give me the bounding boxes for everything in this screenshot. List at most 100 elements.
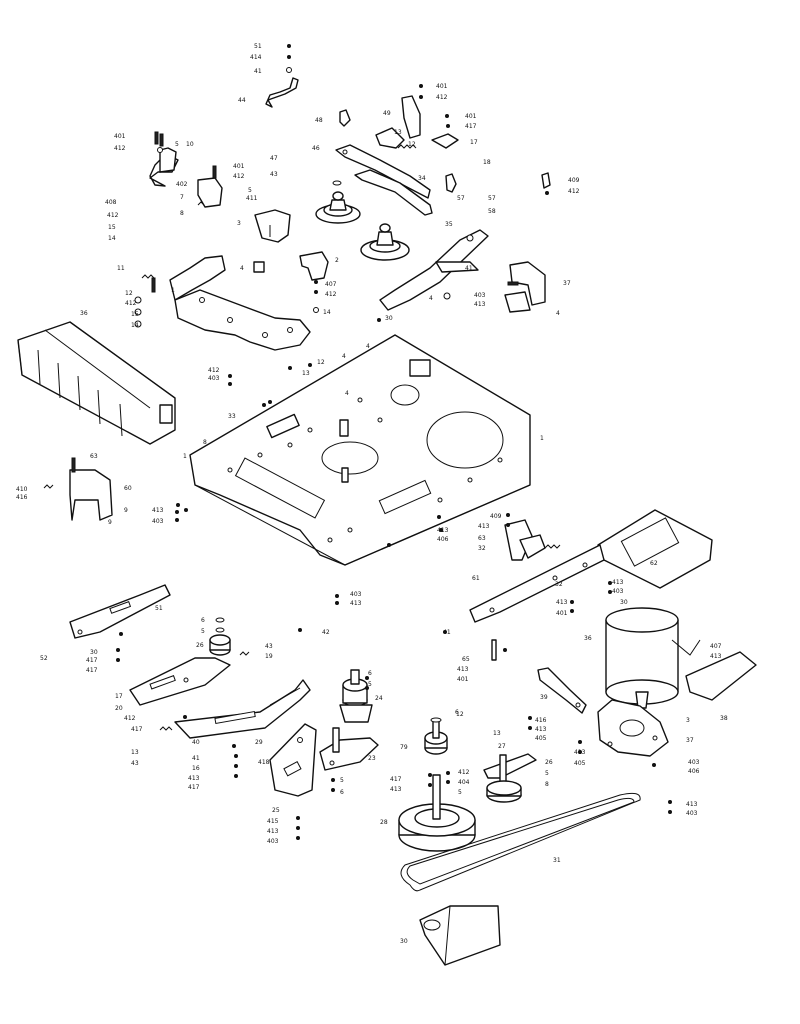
label: 6: [201, 617, 205, 624]
label: 413: [188, 775, 200, 782]
part-bracket-10: [149, 131, 179, 187]
label: 418: [258, 759, 270, 766]
label: 416: [535, 717, 547, 724]
label: 415: [267, 818, 279, 825]
part-bracket-23: [319, 727, 379, 771]
label: 15: [131, 311, 139, 318]
label: 23: [368, 755, 376, 762]
part-solenoid-24: [339, 669, 373, 723]
label: 11: [117, 265, 125, 272]
label: 417: [465, 123, 477, 130]
label: 36: [584, 635, 592, 642]
part-brake-arm-upper: [335, 144, 431, 199]
label: 3: [686, 717, 690, 724]
label: 14: [131, 322, 139, 329]
label: 412: [208, 367, 220, 374]
label: 37: [563, 280, 571, 287]
part-lever-17: [129, 651, 250, 706]
label: 40: [192, 739, 200, 746]
label: 417: [131, 726, 143, 733]
label: 5: [545, 770, 549, 777]
label: 412: [107, 212, 119, 219]
label: 8: [203, 439, 207, 446]
part-pinch-roller-79: [424, 717, 448, 755]
label: 4: [345, 390, 349, 397]
label: 417: [86, 667, 98, 674]
part-lever-39: [491, 639, 587, 714]
label: 41: [254, 68, 262, 75]
label: 9: [108, 519, 112, 526]
label: 13: [493, 730, 501, 737]
label: 401: [233, 163, 245, 170]
label: 19: [265, 653, 273, 660]
label: 33: [228, 413, 236, 420]
label: 34: [418, 175, 426, 182]
label: 57: [488, 195, 496, 202]
label: 411: [246, 195, 258, 202]
label: 5: [248, 187, 252, 194]
label: 409: [568, 177, 580, 184]
label: 60: [124, 485, 132, 492]
label: 5: [201, 628, 205, 635]
label: 405: [535, 735, 547, 742]
label: 5: [368, 681, 372, 688]
label: 404: [458, 779, 470, 786]
label: 14: [108, 235, 116, 242]
label: 43: [131, 760, 139, 767]
label: 12: [125, 290, 133, 297]
label: 30: [90, 649, 98, 656]
label: 4: [342, 353, 346, 360]
label: 30: [620, 599, 628, 606]
label: 412: [458, 769, 470, 776]
label: 16: [192, 765, 200, 772]
part-bracket-30: [419, 905, 501, 966]
label: 403: [208, 375, 220, 382]
label: 46: [312, 145, 320, 152]
part-idler-plate: [379, 229, 489, 311]
label: 18: [483, 159, 491, 166]
label: 29: [255, 739, 263, 746]
label: 413: [457, 666, 469, 673]
label: 5: [340, 777, 344, 784]
label: 63: [478, 535, 486, 542]
part-long-plate-40: [159, 679, 311, 739]
label: 17: [470, 139, 478, 146]
label: 51: [254, 43, 262, 50]
label: 410: [16, 486, 28, 493]
label: 412: [436, 94, 448, 101]
label: 414: [250, 54, 262, 61]
label: 6: [368, 670, 372, 677]
label: 413: [474, 301, 486, 308]
label: 12: [317, 359, 325, 366]
label: 41: [443, 629, 451, 636]
label: 13: [394, 129, 402, 136]
part-labels: 51 414 41 44 401 412 5 10 402 408 412 15…: [16, 43, 728, 945]
label: 17: [115, 693, 123, 700]
label: 412: [233, 173, 245, 180]
label: 401: [457, 676, 469, 683]
label: 413: [350, 600, 362, 607]
label: 7: [180, 194, 184, 201]
label: 24: [375, 695, 383, 702]
label: 413: [556, 599, 568, 606]
label: 413: [710, 653, 722, 660]
label: 65: [462, 656, 470, 663]
label: 15: [108, 224, 116, 231]
label: 13: [302, 370, 310, 377]
label: 416: [16, 494, 28, 501]
label: 32: [478, 545, 486, 552]
label: 5: [458, 789, 462, 796]
part-drive-belt-31: [400, 792, 641, 892]
label: 79: [400, 744, 408, 751]
label: 8: [180, 210, 184, 217]
label: 407: [325, 281, 337, 288]
label: 63: [90, 453, 98, 460]
label: 48: [315, 117, 323, 124]
label: 403: [474, 292, 486, 299]
label: 1: [540, 435, 544, 442]
part-main-chassis: [189, 334, 531, 566]
label: 26: [545, 759, 553, 766]
part-bracket-49: [339, 84, 459, 193]
part-bracket-top: [265, 44, 299, 108]
